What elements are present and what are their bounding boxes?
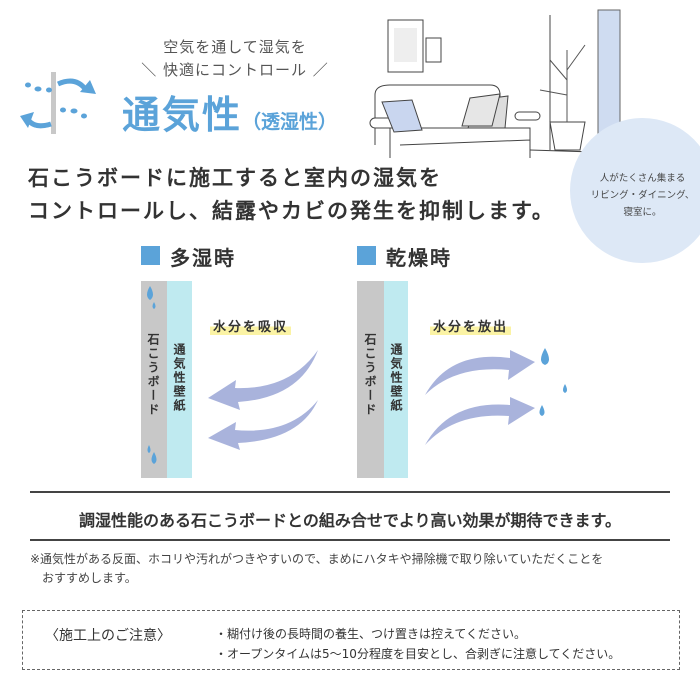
callout-circle [570, 118, 700, 263]
tagline-left-mark: ＼ [141, 61, 158, 79]
caution-heading: 〈施工上のご注意〉 [45, 628, 171, 644]
dry-heading: 乾燥時 [386, 246, 452, 270]
summary-text: 調湿性能のある石こうボードとの組み合せでより高い効果が期待できます。 [79, 511, 621, 530]
page-title: 通気性（透湿性） [122, 93, 338, 137]
humid-heading: 多湿時 [170, 246, 236, 270]
release-arrows [425, 348, 567, 445]
water-drop-icon [147, 286, 157, 464]
tagline-line1: 空気を通して湿気を [163, 38, 307, 56]
section-marker-icon [357, 246, 376, 265]
gypsum-board-humid [141, 281, 167, 478]
lead-line2: コントロールし、結露やカビの発生を抑制します。 [28, 199, 555, 223]
caution-item: ・オープンタイムは5〜10分程度を目安とし、合剥ぎに注意してください。 [215, 647, 621, 661]
wallpaper-dry [384, 281, 408, 478]
airflow-through-wall-icon [20, 72, 96, 134]
title-sub: （透湿性） [242, 111, 338, 133]
lead-line1: 石こうボードに施工すると室内の湿気を [28, 166, 442, 190]
divider [30, 539, 670, 541]
board-label-dry: 石こうボード [363, 333, 377, 417]
living-room-illustration [369, 9, 691, 158]
callout-text: 人がたくさん集まる リビング・ダイニング、 寝室に。 [590, 173, 695, 218]
absorb-label: 水分を吸収 [210, 316, 292, 335]
gypsum-board-dry [357, 281, 384, 478]
release-label: 水分を放出 [430, 316, 512, 335]
absorb-arrows [147, 286, 318, 464]
note-line2: おすすめします。 [42, 571, 137, 585]
tagline-right-mark: ／ [312, 61, 329, 79]
caution-box [22, 610, 680, 670]
note-line1: ※通気性がある反面、ホコリや汚れがつきやすいので、まめにハタキや掃除機で取り除い… [30, 552, 604, 566]
wallpaper-label-dry: 通気性壁紙 [389, 343, 403, 413]
caution-item: ・糊付け後の長時間の養生、つけ置きは控えてください。 [215, 627, 527, 641]
wallpaper-humid [167, 281, 192, 478]
tagline-line2: ＼ 快適にコントロール ／ [141, 61, 329, 79]
water-drop-icon [539, 348, 567, 416]
wallpaper-label-humid: 通気性壁紙 [172, 343, 186, 413]
section-marker-icon [141, 246, 160, 265]
board-label-humid: 石こうボード [146, 333, 160, 417]
divider [30, 491, 670, 493]
